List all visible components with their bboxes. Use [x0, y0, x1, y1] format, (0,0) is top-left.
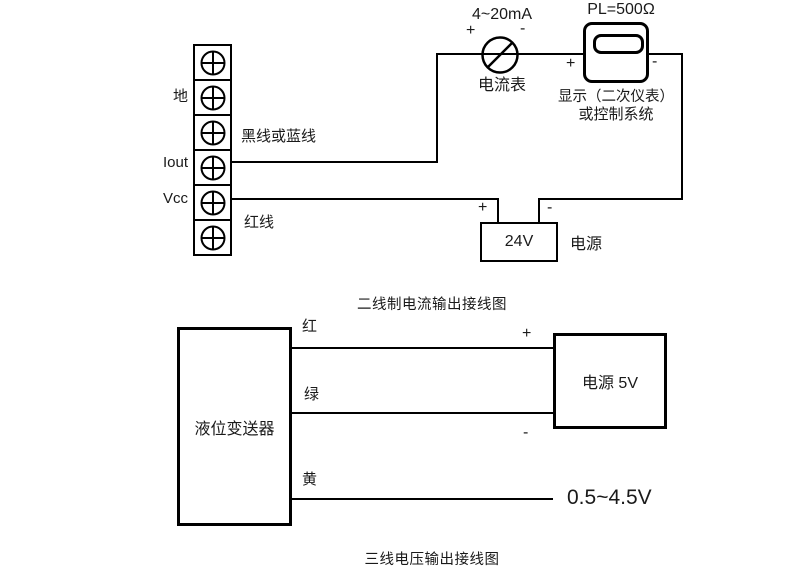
supply-5v-box: 电源 5V [553, 333, 667, 429]
terminal-cell [195, 151, 230, 186]
ammeter-plus-sign: + [466, 22, 476, 39]
supply-24v-box: 24V [480, 222, 558, 262]
display-slot [593, 34, 644, 54]
wire-label-red-short: 红 [302, 318, 318, 335]
supply24-minus-sign: - [547, 199, 553, 216]
terminal-label-vcc: Vcc [162, 190, 188, 207]
wire-vcc-horizontal [232, 198, 499, 200]
supply-5v-minus-sign: - [523, 424, 529, 441]
supply-24v-label: 24V [504, 233, 534, 250]
display-caption-line1: 显示（二次仪表） [558, 89, 674, 105]
screw-terminal-icon [200, 50, 225, 75]
ammeter-range-label: 4~20mA [471, 6, 533, 23]
screw-terminal-icon [200, 155, 225, 180]
terminal-cell [195, 46, 230, 81]
screw-terminal-icon [200, 120, 225, 145]
display-plus-sign: + [566, 55, 576, 72]
wire-supply-minus-horizontal [538, 198, 683, 200]
terminal-label-iout: Iout [162, 154, 188, 171]
supply-5v-plus-sign: + [522, 325, 532, 342]
terminal-block [193, 44, 232, 256]
terminal-cell [195, 221, 230, 254]
supply-24v-caption: 电源 [570, 236, 603, 253]
ammeter-icon [480, 35, 520, 80]
load-resistance-label: PL=500Ω [587, 1, 655, 18]
display-minus-sign: - [652, 53, 658, 70]
wire-label-yellow-short: 黄 [302, 471, 318, 488]
transmitter-box: 液位变送器 [177, 327, 292, 526]
screw-terminal-icon [200, 225, 225, 250]
ammeter-name-label: 电流表 [477, 77, 526, 94]
terminal-cell [195, 81, 230, 116]
wire-load-right-segment [648, 53, 683, 55]
supply-5v-label: 电源 5V [581, 375, 639, 392]
screw-terminal-icon [200, 190, 225, 215]
wire-supply-minus-drop [538, 198, 540, 224]
terminal-label-ground: 地 [172, 88, 188, 105]
diagram-top-title: 二线制电流输出接线图 [357, 297, 507, 313]
display-caption-line2: 或控制系统 [578, 106, 654, 123]
terminal-cell [195, 116, 230, 151]
output-range-label: 0.5~4.5V [567, 486, 652, 509]
wire-label-red: 红线 [244, 214, 275, 231]
wire-ammeter-segment [436, 53, 584, 55]
wire-iout-vertical [436, 53, 438, 163]
wire-iout-horizontal [232, 161, 438, 163]
display-instrument-box [583, 22, 649, 83]
ammeter-minus-sign: - [520, 20, 526, 37]
wire-red [292, 347, 553, 349]
supply24-plus-sign: + [478, 199, 488, 216]
wire-supply-plus-drop [497, 198, 499, 224]
wire-return-vertical [681, 53, 683, 200]
wire-green [292, 412, 553, 414]
screw-terminal-icon [200, 85, 225, 110]
wire-yellow [292, 498, 553, 500]
diagram-bottom-title: 三线电压输出接线图 [364, 552, 500, 568]
terminal-cell [195, 186, 230, 221]
wire-label-black-or-blue: 黑线或蓝线 [241, 128, 317, 145]
transmitter-label: 液位变送器 [194, 420, 275, 438]
wire-label-green-short: 绿 [304, 386, 320, 403]
